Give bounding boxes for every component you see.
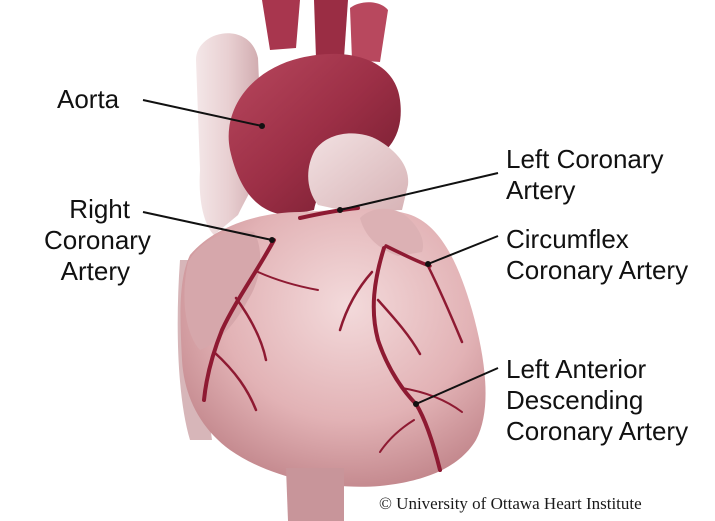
pulmonary-trunk (308, 133, 408, 212)
left-coronary-artery-label: Left Coronary Artery (506, 144, 664, 206)
inferior-vena-cava (286, 468, 344, 521)
right-coronary-artery-label: Right Coronary Artery (44, 194, 130, 287)
great-vessel-branches (262, 0, 388, 62)
left-anterior-descending-coronary-artery-label: Left Anterior Descending Coronary Artery (506, 354, 688, 447)
aorta-label: Aorta (57, 84, 119, 115)
circumflex-coronary-artery-label: Circumflex Coronary Artery (506, 224, 688, 286)
copyright-credit: © University of Ottawa Heart Institute (379, 494, 642, 514)
